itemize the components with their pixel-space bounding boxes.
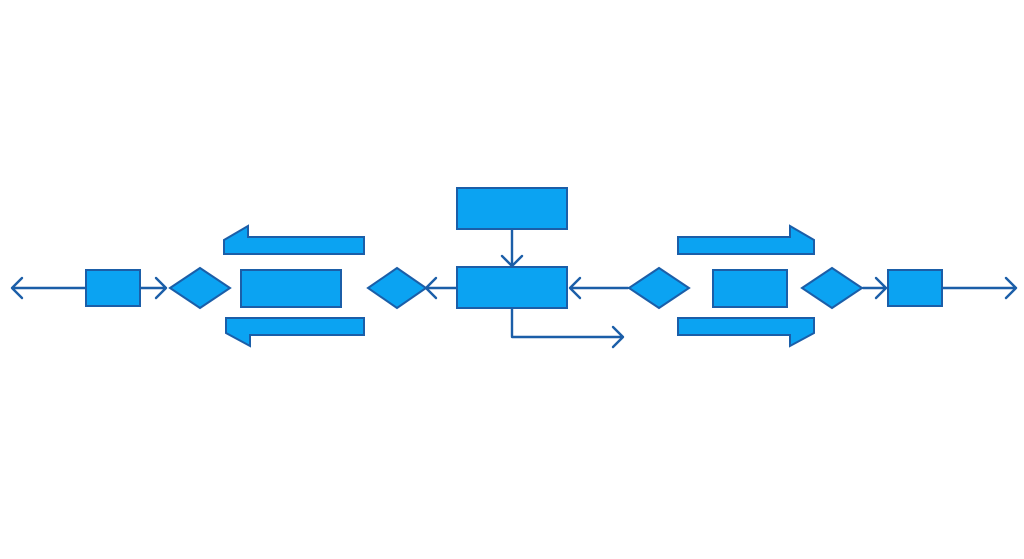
left-inner-decision-diamond	[366, 266, 428, 310]
center-process-box	[456, 266, 568, 309]
center-branch	[456, 187, 568, 309]
right-top-arrow-bar	[677, 224, 815, 255]
top-to-center-arrow	[500, 227, 524, 268]
left-bottom-arrow-bar	[225, 317, 365, 348]
center-down-right-arrow	[510, 306, 625, 349]
right-bottom-arrow-bar	[677, 317, 815, 348]
left-top-arrow-bar	[223, 224, 365, 255]
left-small-process-box	[85, 269, 141, 307]
right-small-process-box	[887, 269, 943, 307]
right-inner-decision-diamond	[627, 266, 691, 310]
right-decision-diamond	[800, 266, 864, 310]
diamond-to-box-right-arrow	[861, 276, 888, 300]
top-process-box	[456, 187, 568, 230]
right-exit-arrow	[940, 276, 1018, 300]
left-exit-arrow	[10, 276, 88, 300]
left-middle-process-box	[240, 269, 342, 308]
right-branch	[627, 224, 943, 348]
box-left-to-diamond-arrow	[138, 276, 168, 300]
diamond-to-center-arrow	[568, 276, 630, 300]
left-branch	[85, 224, 428, 348]
right-middle-process-box	[712, 269, 788, 308]
center-to-diamond-arrow	[424, 276, 460, 300]
left-decision-diamond	[168, 266, 232, 310]
